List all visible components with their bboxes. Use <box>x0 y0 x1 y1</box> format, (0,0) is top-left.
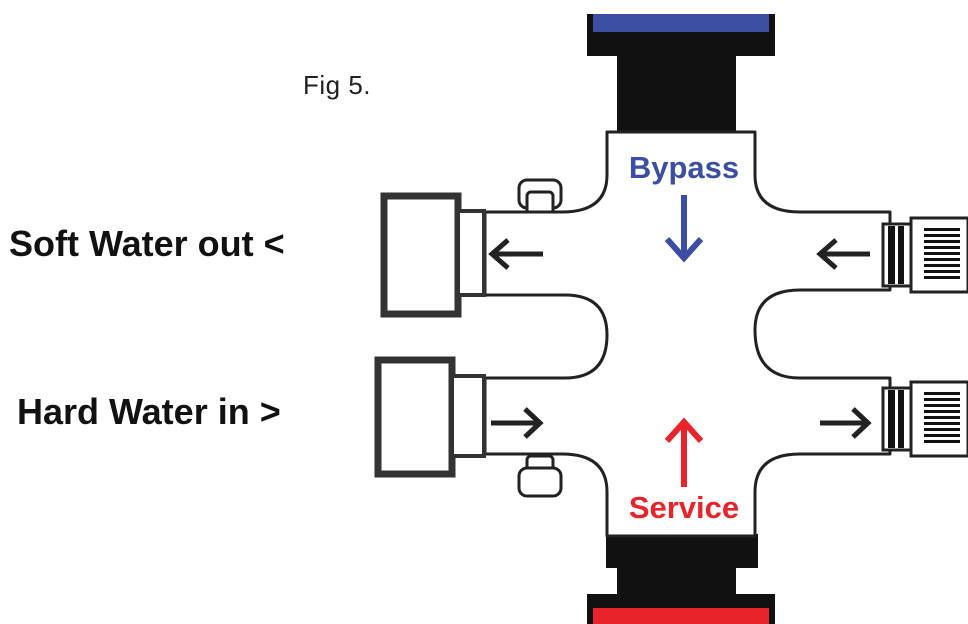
bottom-knob <box>517 454 563 498</box>
top-neck <box>617 56 736 134</box>
down-arrow-icon <box>664 195 704 263</box>
hard-water-in-label: Hard Water in > <box>17 391 281 432</box>
hard-water-inlet-connector <box>374 356 486 478</box>
valve-body <box>483 130 892 538</box>
bottom-collar <box>606 534 758 568</box>
up-arrow-icon <box>664 417 704 487</box>
left-arrow-icon <box>816 238 870 270</box>
right-arrow-icon <box>491 407 544 439</box>
bypass-label: Bypass <box>629 150 739 185</box>
right-lower-connector <box>881 380 968 458</box>
bottom-neck <box>617 566 736 596</box>
right-arrow-icon <box>820 407 872 439</box>
service-label: Service <box>629 490 739 525</box>
right-upper-connector <box>881 216 968 294</box>
service-flow: Service <box>629 417 739 525</box>
upper-thread-lines <box>924 228 960 279</box>
lower-thread-lines <box>924 392 960 443</box>
figure-label: Fig 5. <box>303 70 372 100</box>
bypass-flow: Bypass <box>629 150 739 263</box>
soft-water-outlet-connector <box>380 192 486 318</box>
bottom-pipe <box>587 534 775 624</box>
left-arrow-icon <box>488 238 543 270</box>
top-pipe <box>587 14 775 134</box>
top-cap-blue-band <box>593 14 769 32</box>
top-knob <box>517 178 563 218</box>
soft-water-out-label: Soft Water out < <box>9 223 285 264</box>
bottom-cap-red-band <box>593 608 769 624</box>
